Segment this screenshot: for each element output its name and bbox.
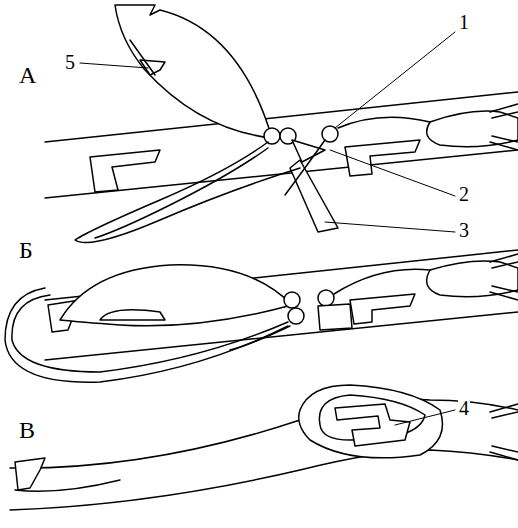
callout-number: 5	[64, 52, 76, 72]
panel-letter: А	[18, 63, 37, 87]
callout-number: 3	[458, 220, 470, 240]
panel-letter: Б	[18, 238, 34, 262]
leader-lines	[80, 32, 455, 425]
panel-b	[5, 250, 518, 382]
callout-number: 4	[458, 398, 470, 418]
callout-number: 2	[458, 184, 470, 204]
panel-letter: В	[18, 418, 36, 442]
panel-c	[10, 385, 518, 510]
panel-a	[45, 5, 518, 243]
callout-number: 1	[458, 12, 470, 32]
